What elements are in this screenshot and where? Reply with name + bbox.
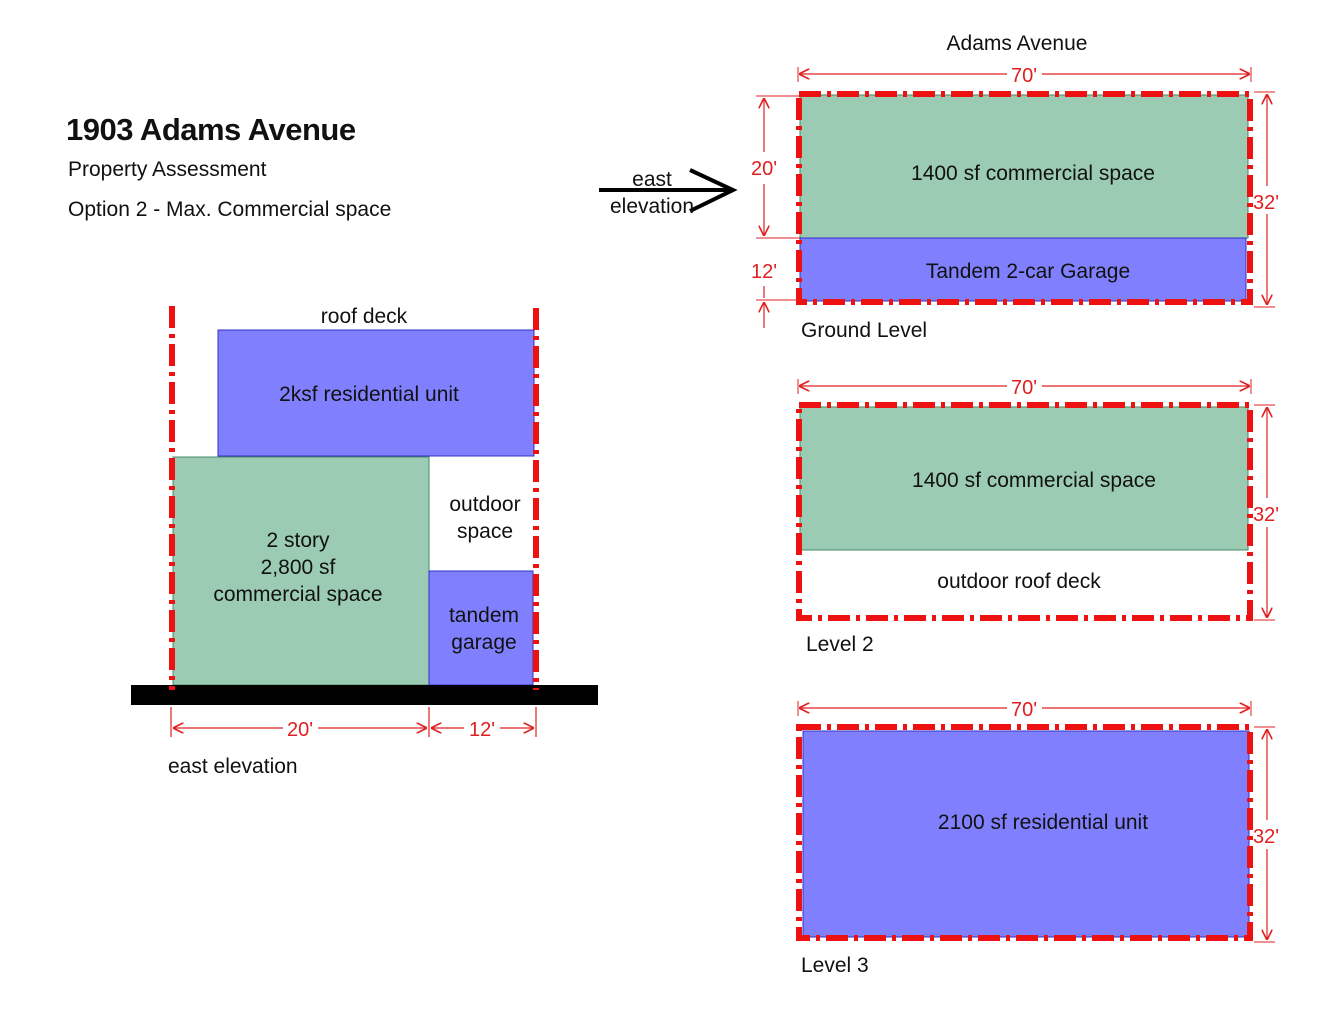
ground-width-label: 70' [1011, 65, 1037, 87]
level3-width-label: 70' [1011, 699, 1037, 721]
page-subtitle: Property Assessment [68, 158, 267, 181]
ground-line [131, 685, 598, 705]
option-label: Option 2 - Max. Commercial space [68, 198, 392, 221]
arrow-label-line2: elevation [610, 195, 694, 218]
elevation-commercial-block [172, 456, 430, 686]
level2-depth-label: 32' [1253, 504, 1279, 526]
arrow-label-line1: east [632, 168, 672, 191]
ground-dim-12-label: 12' [751, 261, 777, 283]
dimension-20-label: 20' [287, 719, 313, 741]
level2-commercial-space [799, 406, 1249, 551]
level2-commercial-label: 1400 sf commercial space [912, 469, 1156, 492]
arrow-head-icon [689, 168, 738, 213]
garage-label-line1: tandem [449, 604, 519, 627]
dimension-12-label: 12' [469, 719, 495, 741]
ground-caption: Ground Level [801, 319, 927, 342]
commercial-label-line3: commercial space [213, 583, 382, 606]
roof-deck-label: roof deck [321, 305, 408, 328]
level3-residential-label: 2100 sf residential unit [938, 811, 1148, 834]
elevation-caption: east elevation [168, 755, 298, 778]
level3-caption: Level 3 [801, 954, 869, 977]
commercial-label-line1: 2 story [266, 529, 330, 552]
level3-depth-label: 32' [1253, 826, 1279, 848]
ground-garage-label: Tandem 2-car Garage [926, 260, 1130, 283]
level-3-plan: 70' 2100 sf residential unit 32' Level 3 [796, 699, 1279, 977]
ground-commercial-label: 1400 sf commercial space [911, 162, 1155, 185]
ground-commercial-space [799, 94, 1249, 239]
ground-level-plan: Adams Avenue 70' 1400 sf commercial spac… [751, 32, 1279, 342]
street-label: Adams Avenue [947, 32, 1088, 55]
east-elevation-drawing: roof deck 2ksf residential unit 2 story … [131, 305, 598, 778]
elevation-residential-block [217, 329, 535, 457]
garage-label-line2: garage [451, 631, 516, 654]
level3-property-line [796, 724, 1253, 941]
elevation-garage-block [428, 570, 534, 686]
page-title: 1903 Adams Avenue [66, 112, 356, 147]
level2-property-line [796, 402, 1253, 621]
level3-residential-space [802, 730, 1250, 938]
residential-unit-label: 2ksf residential unit [279, 383, 459, 406]
ground-dim-20-label: 20' [751, 158, 777, 180]
outdoor-label-line1: outdoor [449, 493, 520, 516]
commercial-label-line2: 2,800 sf [261, 556, 336, 579]
level2-caption: Level 2 [806, 633, 874, 656]
level2-width-label: 70' [1011, 377, 1037, 399]
outdoor-label-line2: space [457, 520, 513, 543]
ground-depth-label: 32' [1253, 192, 1279, 214]
level-2-plan: 70' 1400 sf commercial space outdoor roo… [796, 377, 1279, 656]
ground-property-line [796, 91, 1253, 305]
level2-deck-label: outdoor roof deck [937, 570, 1101, 593]
east-elevation-arrow: east elevation [599, 168, 738, 218]
